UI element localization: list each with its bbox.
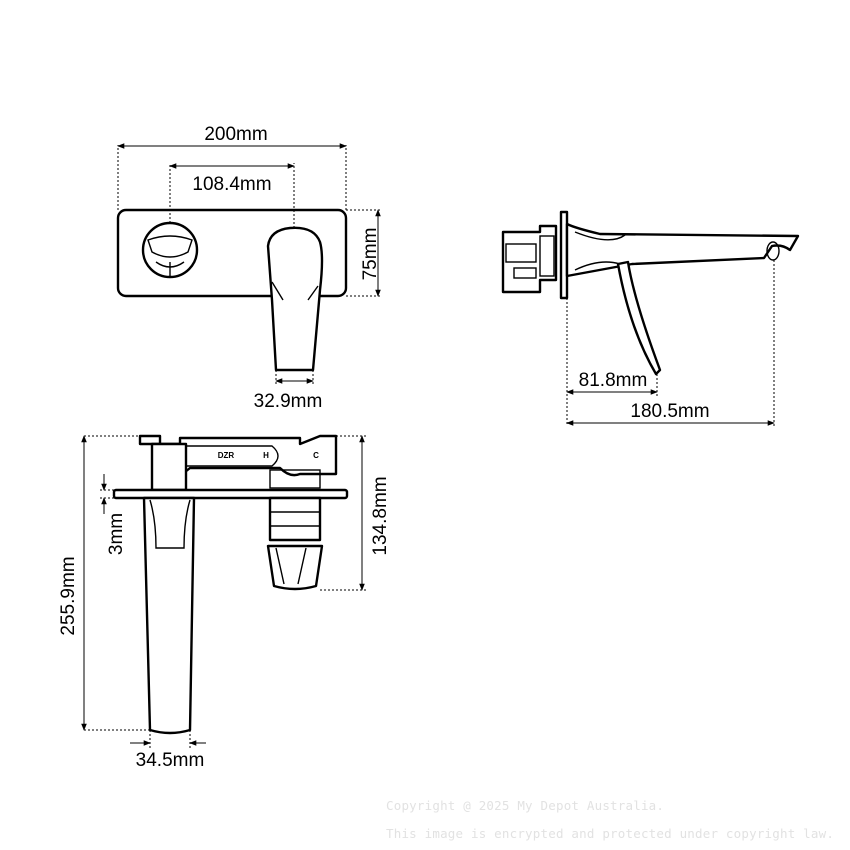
brand-marking: DZR xyxy=(218,451,235,460)
side-lever xyxy=(616,260,662,376)
hot-marking: H xyxy=(263,451,269,460)
spout-outlet xyxy=(141,221,199,279)
cartridge-cap xyxy=(266,544,324,591)
copyright-notice-watermark: This image is encrypted and protected un… xyxy=(386,826,835,841)
cartridge xyxy=(268,496,322,542)
plate-width-label: 200mm xyxy=(204,124,267,145)
plate-section xyxy=(112,488,349,500)
handle-width-label: 32.9mm xyxy=(254,391,323,412)
handle-lever xyxy=(266,226,324,372)
side-view: 81.8mm 180.5mm xyxy=(501,210,800,428)
total-height-label: 255.9mm xyxy=(58,556,79,635)
front-view: 200mm 108.4mm 75mm 32.9mm xyxy=(116,124,382,412)
handle-to-wall-label: 81.8mm xyxy=(579,370,648,391)
spout-offset-label: 108.4mm xyxy=(192,174,271,195)
side-spout xyxy=(565,222,800,278)
spout-stem xyxy=(142,496,196,735)
plate-height-label: 75mm xyxy=(360,228,381,281)
cold-marking: C xyxy=(313,451,319,460)
spout-projection-label: 180.5mm xyxy=(630,401,709,422)
copyright-watermark: Copyright @ 2025 My Depot Australia. xyxy=(386,798,665,813)
plate-thickness-label: 3mm xyxy=(106,513,127,555)
spout-width-label: 34.5mm xyxy=(136,750,205,771)
body-depth-label: 134.8mm xyxy=(370,476,391,555)
top-view: DZR H C 255.9mm 3mm 134.8mm xyxy=(58,434,391,771)
